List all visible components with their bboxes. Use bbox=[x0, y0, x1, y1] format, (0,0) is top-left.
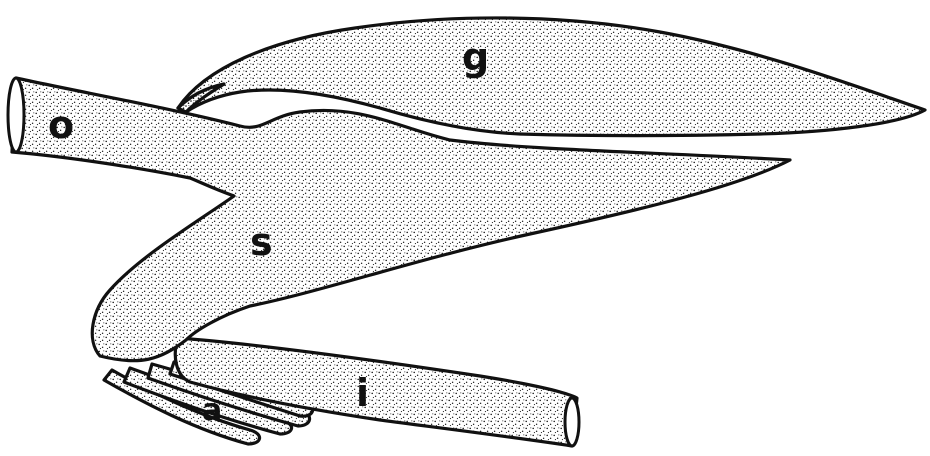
intestine-opening bbox=[565, 398, 579, 446]
label-oesophagus: o bbox=[48, 103, 74, 147]
label-intestine: i bbox=[356, 371, 369, 415]
oesophagus-opening bbox=[8, 78, 24, 152]
label-stomach: s bbox=[250, 220, 273, 264]
label-appendages: a bbox=[202, 393, 222, 428]
label-gland: g bbox=[462, 35, 489, 79]
